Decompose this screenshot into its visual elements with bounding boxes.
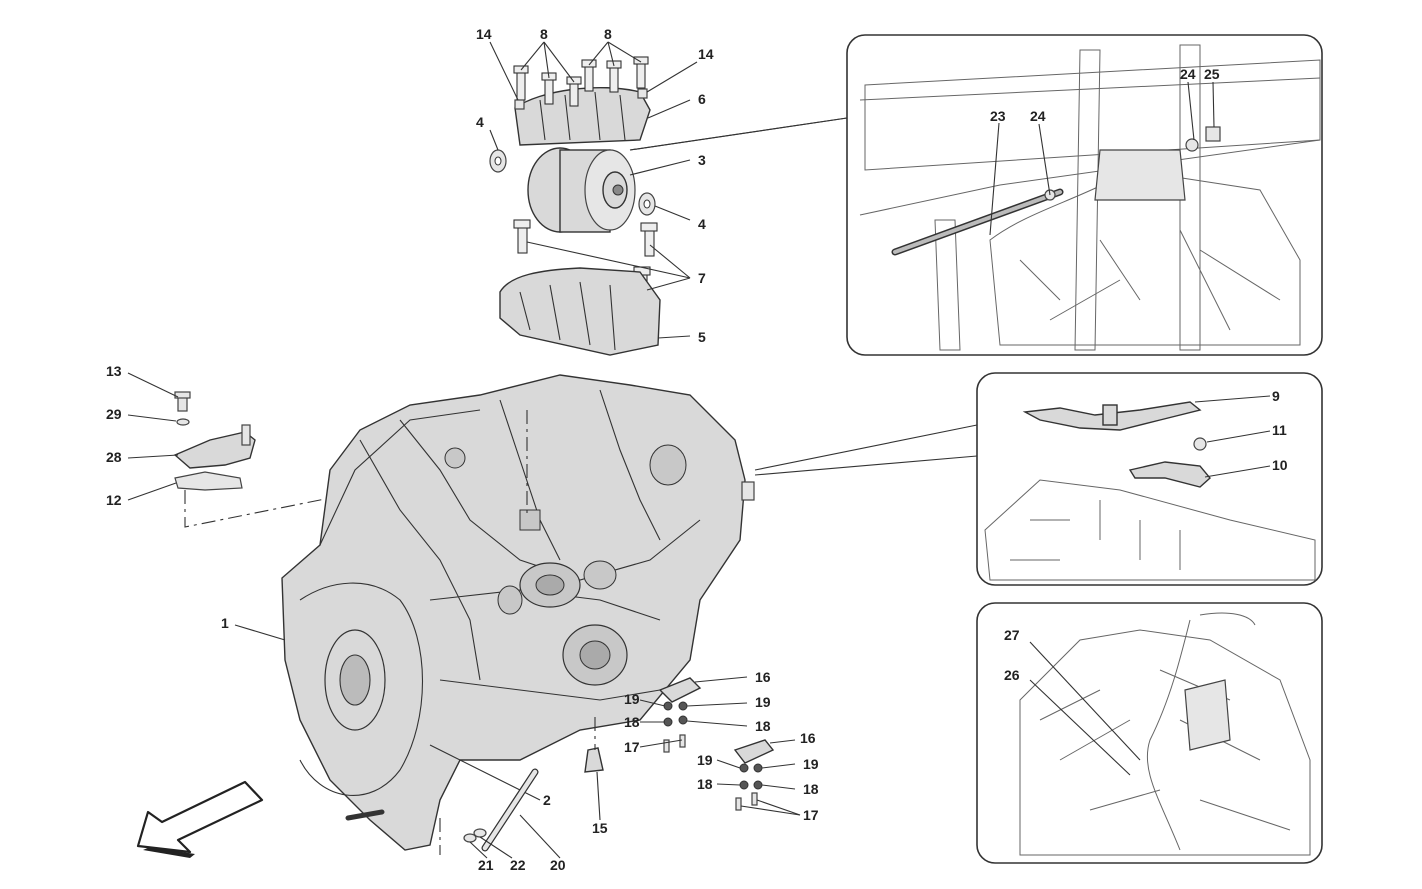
callout-28: 28 bbox=[106, 449, 122, 465]
callout-29: 29 bbox=[106, 406, 122, 422]
callout-27: 27 bbox=[1004, 627, 1020, 643]
callout-20: 20 bbox=[550, 857, 566, 873]
callout-19a: 19 bbox=[624, 691, 640, 707]
callout-24b: 24 bbox=[1180, 66, 1196, 82]
bottom-small-parts bbox=[345, 676, 801, 859]
callout-4b: 4 bbox=[698, 216, 706, 232]
callout-19d: 19 bbox=[803, 756, 819, 772]
callout-26: 26 bbox=[1004, 667, 1020, 683]
callout-14b: 14 bbox=[698, 46, 714, 62]
upper-bearing-group bbox=[489, 41, 698, 356]
callout-18a: 18 bbox=[624, 714, 640, 730]
callout-19b: 19 bbox=[755, 694, 771, 710]
callout-18b: 18 bbox=[755, 718, 771, 734]
callout-14a: 14 bbox=[476, 26, 492, 42]
callout-8a: 8 bbox=[540, 26, 548, 42]
callout-23: 23 bbox=[990, 108, 1006, 124]
callout-4a: 4 bbox=[476, 114, 484, 130]
callout-12: 12 bbox=[106, 492, 122, 508]
callout-1: 1 bbox=[221, 615, 229, 631]
callout-24a: 24 bbox=[1030, 108, 1046, 124]
left-small-parts bbox=[127, 372, 521, 528]
callout-25: 25 bbox=[1204, 66, 1220, 82]
callout-16b: 16 bbox=[800, 730, 816, 746]
inset-top-right bbox=[629, 34, 1323, 356]
callout-18c: 18 bbox=[697, 776, 713, 792]
callout-10: 10 bbox=[1272, 457, 1288, 473]
callout-17a: 17 bbox=[624, 739, 640, 755]
callout-8b: 8 bbox=[604, 26, 612, 42]
callout-16a: 16 bbox=[755, 669, 771, 685]
callout-17b: 17 bbox=[803, 807, 819, 823]
callout-labels: 1 2 3 4 4 5 6 7 8 8 9 10 11 12 13 14 14 … bbox=[106, 26, 1288, 873]
callout-6: 6 bbox=[698, 91, 706, 107]
callout-7: 7 bbox=[698, 270, 706, 286]
callout-9: 9 bbox=[1272, 388, 1280, 404]
callout-22: 22 bbox=[510, 857, 526, 873]
callout-5: 5 bbox=[698, 329, 706, 345]
main-gearbox-casing bbox=[234, 374, 755, 851]
callout-13: 13 bbox=[106, 363, 122, 379]
callout-21: 21 bbox=[478, 857, 494, 873]
callout-3: 3 bbox=[698, 152, 706, 168]
callout-15: 15 bbox=[592, 820, 608, 836]
inset-bottom-right bbox=[976, 602, 1323, 864]
callout-2: 2 bbox=[543, 792, 551, 808]
callout-18d: 18 bbox=[803, 781, 819, 797]
inset-middle-right bbox=[754, 372, 1323, 586]
callout-19c: 19 bbox=[697, 752, 713, 768]
callout-11: 11 bbox=[1272, 422, 1287, 438]
front-direction-arrow-icon bbox=[136, 780, 264, 858]
